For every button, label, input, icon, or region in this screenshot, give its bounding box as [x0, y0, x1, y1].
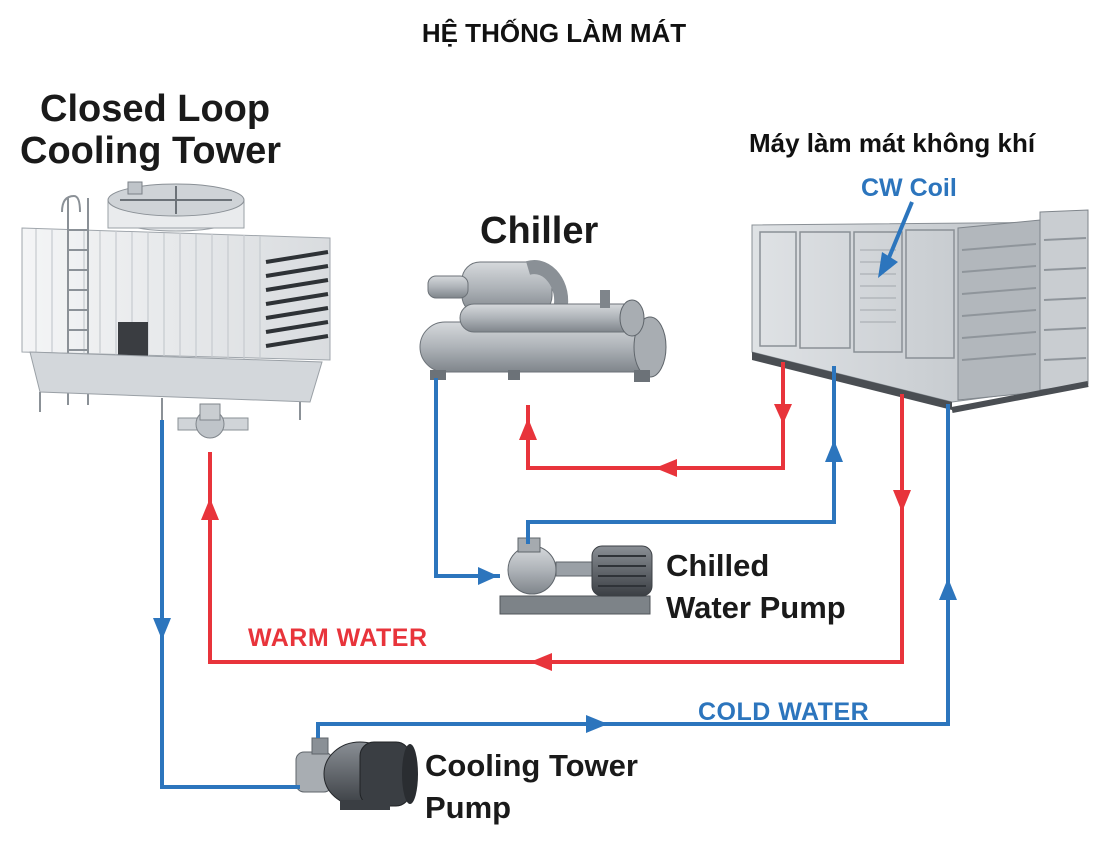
chiller-label: Chiller: [480, 210, 599, 252]
warm-flow-arrows: [201, 404, 911, 671]
arrow-right-icon: [586, 715, 608, 733]
arrow-down-icon: [893, 490, 911, 512]
cooling-tower-pump-label-line2: Pump: [425, 790, 512, 825]
cooling-tower-pump-label-line1: Cooling Tower: [425, 748, 638, 783]
arrow-left-icon: [530, 653, 552, 671]
arrow-pointer-head-icon: [878, 252, 898, 278]
cold-water-label: COLD WATER: [698, 698, 870, 726]
arrow-right-icon: [478, 567, 498, 585]
air-handler-label: Máy làm mát không khí: [749, 128, 1036, 158]
cooling-tower-label-line2: Cooling Tower: [20, 130, 282, 172]
warm-pipe-main-return: [208, 394, 904, 664]
warm-pipe-chiller-return: [526, 362, 785, 470]
chilled-water-pump-label-line1: Chilled: [666, 548, 770, 583]
chilled-water-pump-label-line2: Water Pump: [666, 590, 846, 625]
arrow-left-icon: [655, 459, 677, 477]
arrow-down-icon: [774, 404, 792, 424]
cw-coil-label: CW Coil: [861, 174, 957, 202]
warm-water-label: WARM WATER: [248, 624, 428, 652]
cooling-tower-label-line1: Closed Loop: [40, 88, 271, 130]
cold-pipe-pump-to-ahu-main: [316, 404, 950, 738]
cooling-tower: [21, 181, 331, 439]
cooling-tower-pump: [295, 737, 418, 810]
cw-coil-pointer: [886, 201, 914, 261]
page-title: HỆ THỐNG LÀM MÁT: [421, 18, 687, 48]
cold-pipe-chiller-to-pump: [434, 378, 500, 578]
chilled-water-pump: [499, 537, 653, 615]
cold-pipe-tower-to-pump: [160, 420, 300, 789]
arrow-up-icon: [519, 418, 537, 440]
arrow-up-icon: [201, 498, 219, 520]
arrow-up-icon: [939, 578, 957, 600]
arrow-down-icon: [153, 618, 171, 640]
cold-pipe-pump-to-ahu: [526, 366, 836, 544]
air-handling-unit: [751, 209, 1089, 413]
chiller: [419, 260, 667, 382]
arrow-up-icon: [825, 440, 843, 462]
cold-flow-arrows: [153, 252, 957, 733]
